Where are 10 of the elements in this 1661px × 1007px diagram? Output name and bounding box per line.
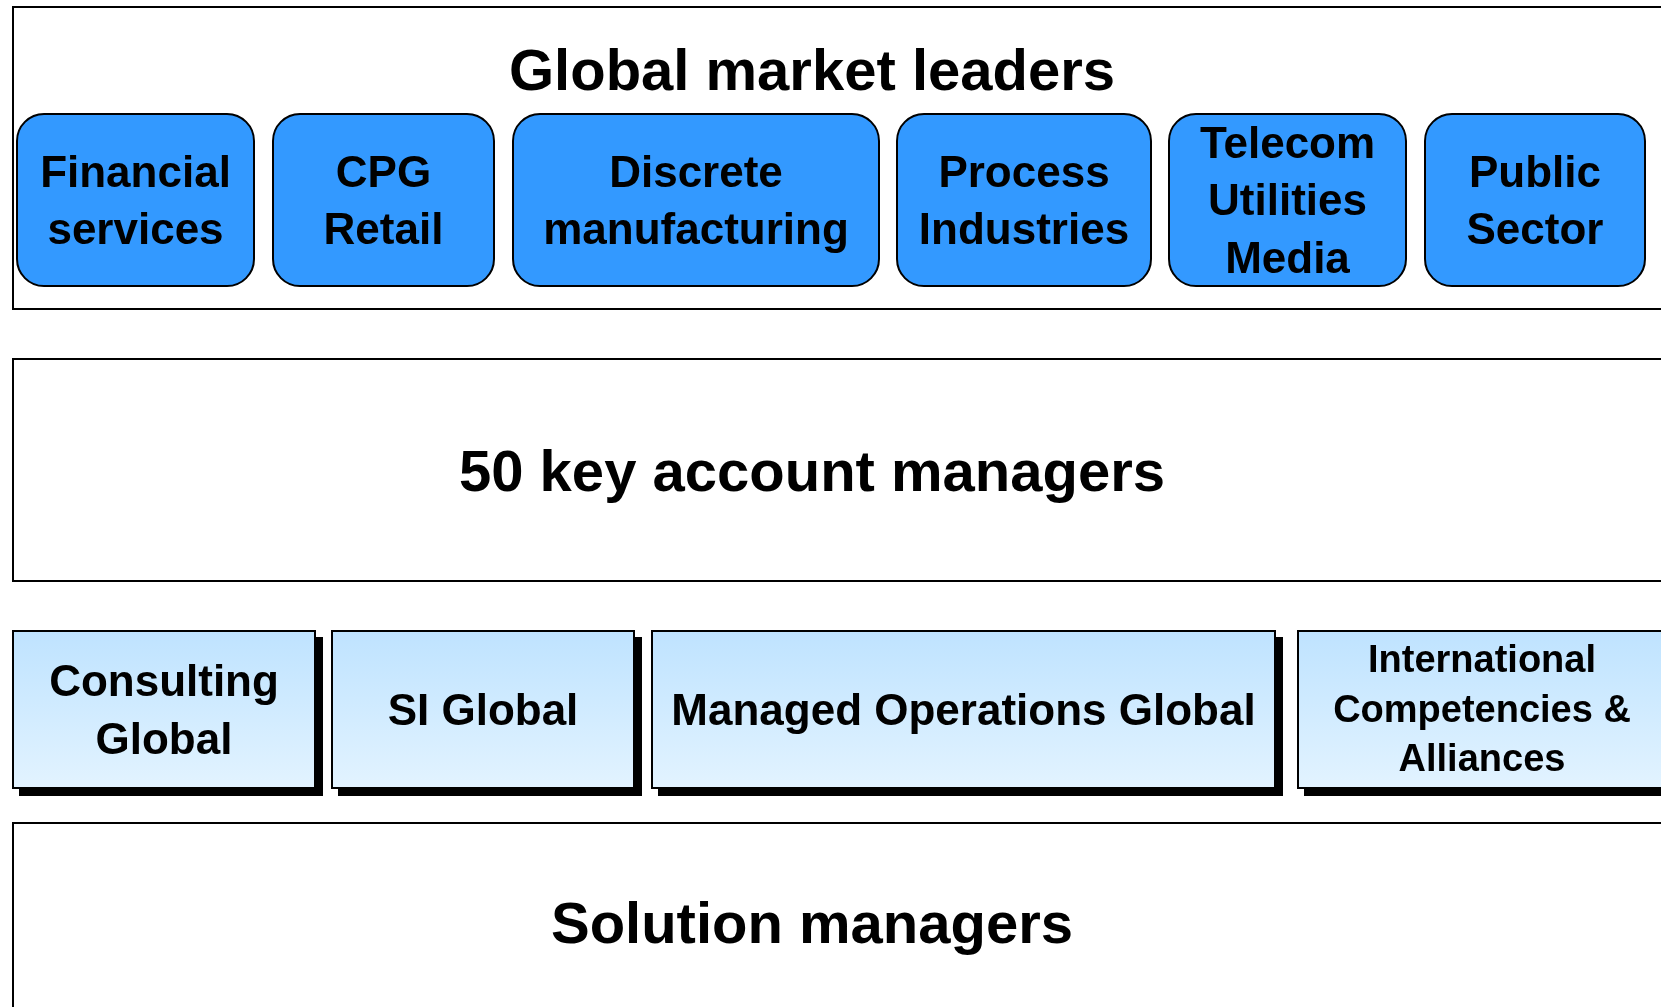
sector-box: Telecom Utilities Media [1168,113,1407,287]
layer-box: Solution managers [12,822,1661,1007]
sector-box: CPG Retail [272,113,495,287]
sector-box: Discrete manufacturing [512,113,880,287]
sector-box: Financial services [16,113,255,287]
panel-heading: Global market leaders [508,36,1116,103]
sector-panel [12,6,1661,310]
sector-box: Public Sector [1424,113,1646,287]
sector-box: Process Industries [896,113,1152,287]
layer-box: 50 key account managers [12,358,1661,582]
